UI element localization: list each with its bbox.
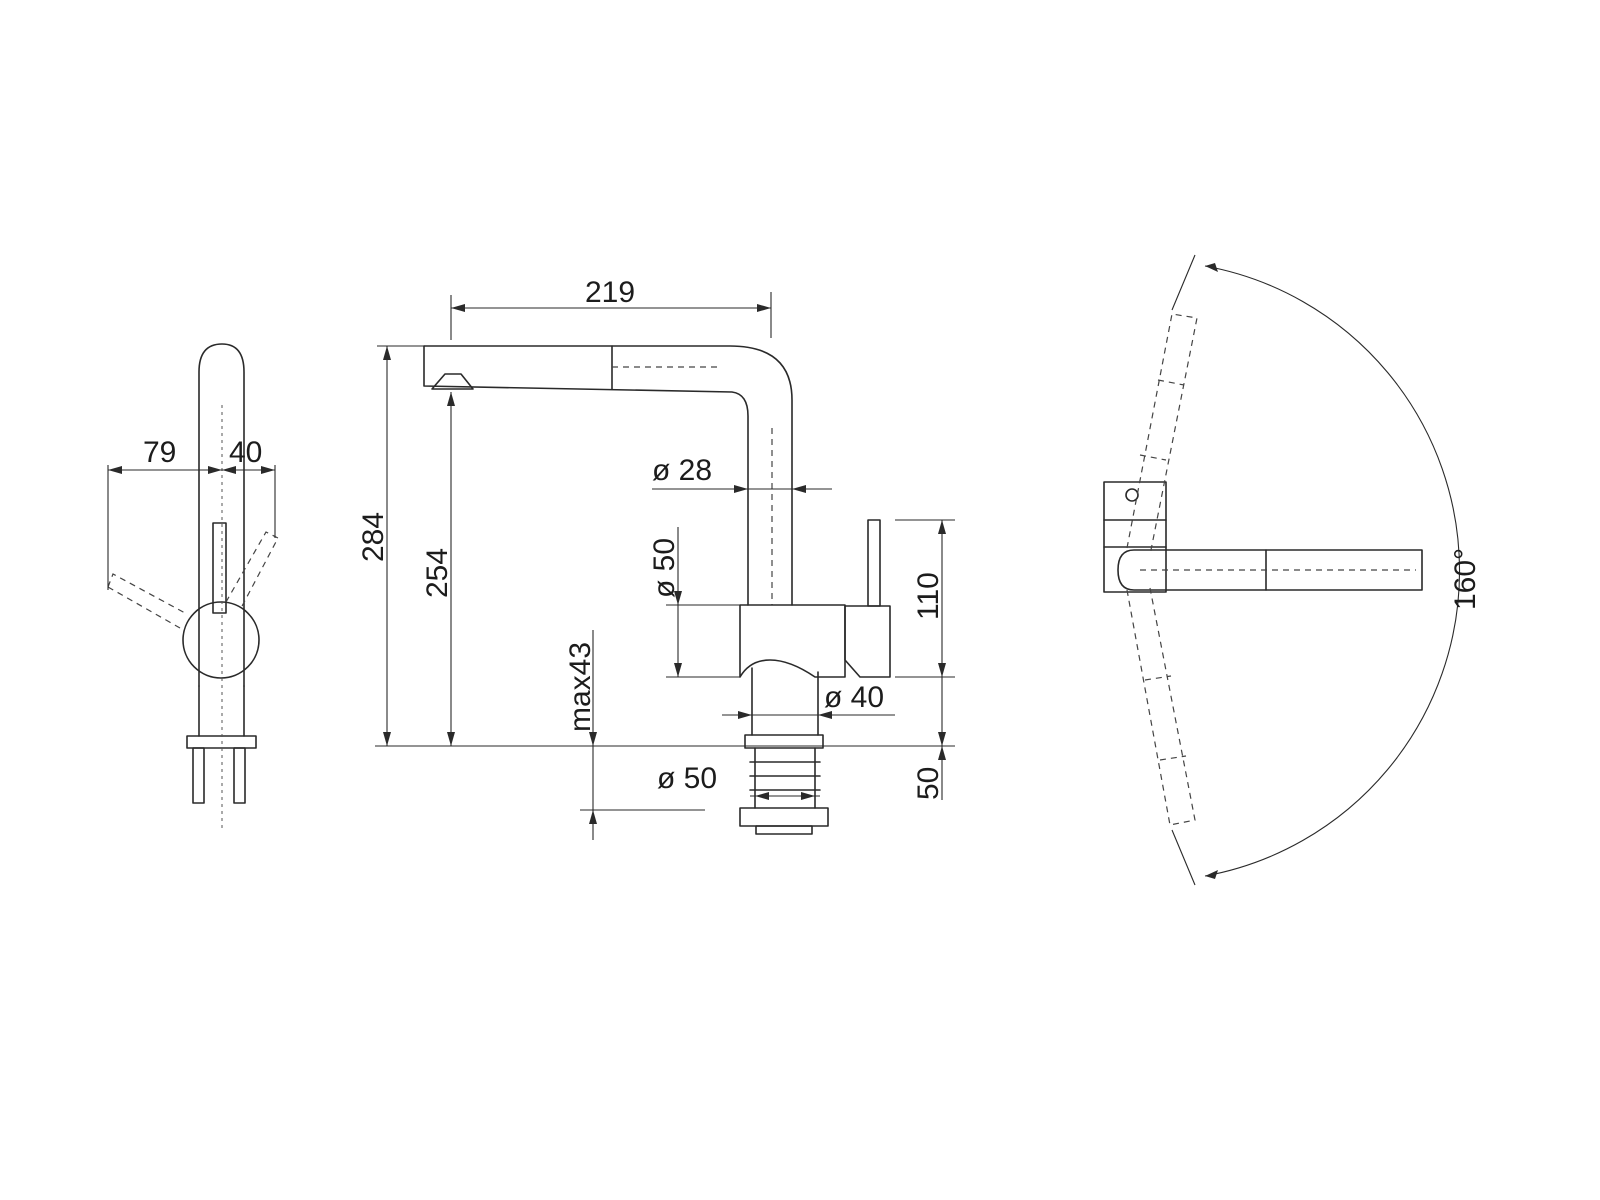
dim-254-label: 254 [421,548,454,598]
dim-40-label: 40 [229,436,262,469]
front-view: 79 40 [107,343,279,830]
dim-160deg-label: 160° [1449,548,1482,610]
dim-max43-label: max43 [564,642,597,732]
dim-110-label: 110 [912,572,945,620]
dim-dia40-label: ø 40 [824,681,884,714]
dim-dia50-thread-label: ø 50 [657,762,717,795]
side-view: 219 284 254 ø 28 ø 50 max43 [357,276,955,840]
dim-50-below-label: 50 [912,767,945,800]
dim-dia28-label: ø 28 [652,454,712,487]
dim-284-label: 284 [357,512,390,562]
dim-79-label: 79 [143,436,176,469]
dim-dia50-body-label: ø 50 [648,538,681,598]
top-view: 160° [1103,254,1482,886]
dim-219-label: 219 [585,276,635,309]
